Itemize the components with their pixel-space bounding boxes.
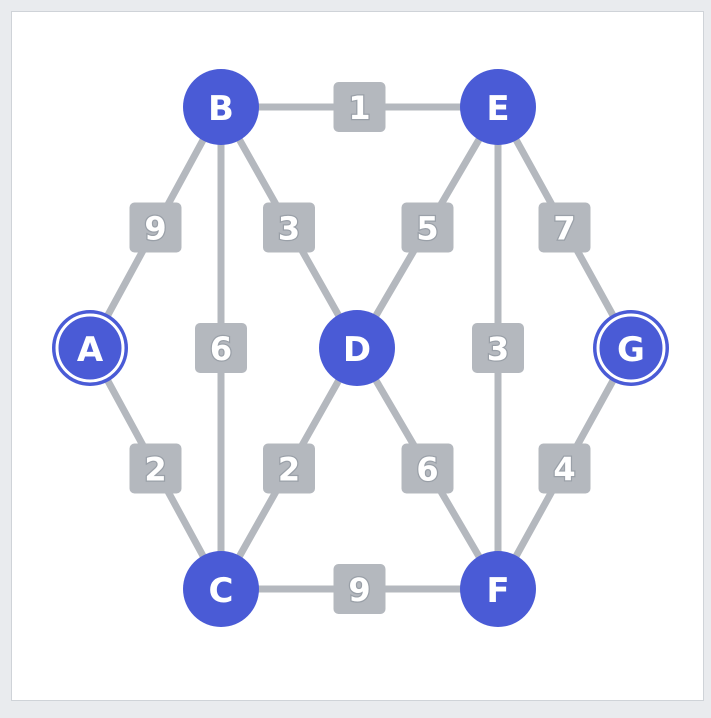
weight-label: 6 [416,451,438,489]
weight-box [263,443,315,494]
weight-label: 7 [553,210,575,248]
node-label: G [617,330,645,370]
edge-weight-d-e: 5 [401,202,454,253]
weight-label: 3 [278,210,300,248]
edge-weight-e-f: 3 [472,323,524,373]
weight-box [263,202,315,253]
node-circle [319,310,395,386]
node-d: D [319,310,395,386]
weight-label: 3 [487,330,509,368]
weight-box [538,443,591,494]
edge-weight-b-d: 3 [263,202,315,253]
edge-weight-b-c: 6 [195,323,247,373]
edge-weight-f-g: 4 [538,443,591,494]
nodes-layer: A B C D E F G [52,69,669,627]
edge-weight-a-b: 9 [129,202,182,253]
node-circle [593,310,669,386]
weight-label: 6 [210,330,232,368]
node-label: E [486,89,509,129]
weight-box [472,323,524,373]
weight-label: 5 [416,210,438,248]
node-f: F [460,551,536,627]
weight-box [333,82,386,132]
weight-box [333,564,386,614]
node-circle [460,69,536,145]
weight-label: 9 [348,571,370,609]
terminal-ring [55,313,125,383]
terminal-ring [596,313,666,383]
weight-label: 1 [348,89,370,127]
edge-weight-b-e: 1 [333,82,386,132]
node-circle [183,69,259,145]
weight-box [129,202,182,253]
node-label: A [77,330,104,370]
weight-label: 2 [144,451,166,489]
node-label: B [208,89,234,129]
node-label: C [209,571,234,611]
edge-weight-e-g: 7 [538,202,591,253]
weight-box [538,202,591,253]
weight-label: 9 [144,210,166,248]
node-b: B [183,69,259,145]
edge-weight-a-c: 2 [129,443,182,494]
node-g: G [593,310,669,386]
edge-weight-c-f: 9 [333,564,386,614]
node-circle [183,551,259,627]
weight-label: 2 [278,451,300,489]
node-e: E [460,69,536,145]
weight-box [129,443,182,494]
weight-box [195,323,247,373]
node-label: F [486,571,509,611]
edge-weight-c-d: 2 [263,443,315,494]
edge-weight-d-f: 6 [401,443,454,494]
node-c: C [183,551,259,627]
node-a: A [52,310,128,386]
node-circle [460,551,536,627]
node-circle [52,310,128,386]
weights-layer: 1 9 3 5 7 6 3 2 2 6 4 9 [129,82,591,614]
node-label: D [343,330,371,370]
weight-box [401,443,454,494]
weight-label: 4 [553,451,575,489]
weight-box [401,202,454,253]
